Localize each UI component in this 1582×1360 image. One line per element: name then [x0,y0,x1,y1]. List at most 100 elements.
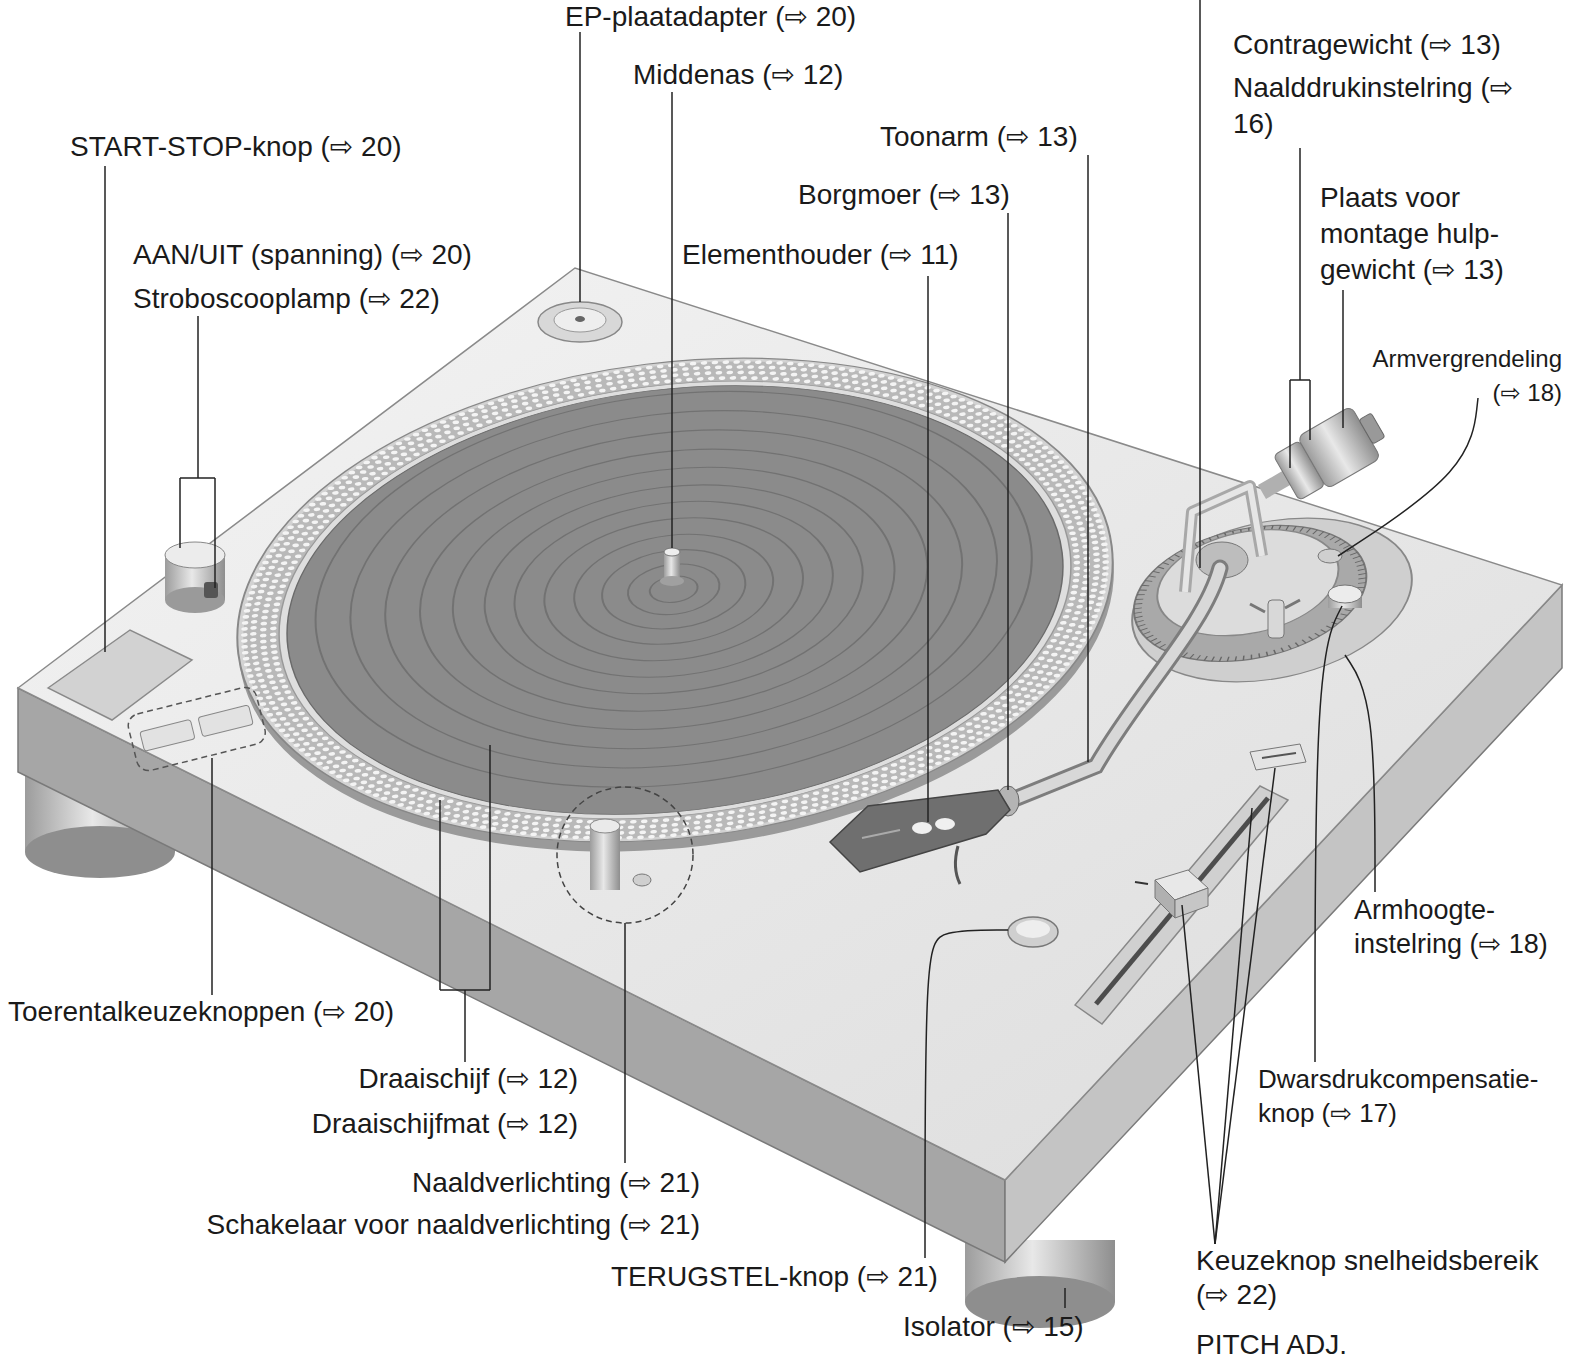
strobe-dot [822,800,829,804]
strobe-dot [532,398,539,402]
leader-line [927,276,929,822]
strobe-dot [319,502,326,506]
strobe-dot [693,366,700,370]
strobe-dot [758,810,765,814]
leader-line [671,92,673,548]
dashed-outline [126,685,268,773]
strobe-dot [451,819,458,823]
strobe-dot [316,761,323,765]
strobe-dot [1073,572,1080,576]
strobe-dot [545,817,552,821]
strobe-dot [1024,462,1031,466]
ring-tick [1234,656,1237,661]
strobe-dot [475,806,482,810]
strobe-dot [1060,509,1067,513]
strobe-dot [783,377,790,381]
strobe-dot [1011,424,1018,428]
strobe-dot [243,656,250,660]
strobe-dot [335,498,342,502]
strobe-dot [260,621,267,625]
strobe-dot [610,386,617,390]
strobe-dot [581,376,588,380]
pitch-slider-knob [1175,888,1208,918]
strobe-dot [270,632,277,636]
strobe-dot [704,819,711,823]
strobe-dot [880,785,887,789]
strobe-dot [1075,630,1082,634]
strobe-dot [890,388,897,392]
strobe-dot [268,565,275,569]
speed-button [198,705,253,737]
ring-tick [1163,562,1169,566]
strobe-dot [1069,623,1076,627]
strobe-dot [967,416,974,420]
strobe-dot [260,645,267,649]
strobe-dot [552,387,559,391]
strobe-dot [258,678,265,682]
strobe-dot [762,376,769,380]
ring-tick [1168,557,1174,561]
strobe-dot [1078,624,1085,628]
strobe-dot [322,766,329,770]
part-label: Naalddrukinstelring (⇨ 16) [1233,70,1518,142]
strobe-dot [270,638,277,642]
strobe-dot [841,372,848,376]
strobe-dot [991,728,998,732]
strobe-dot [765,360,772,364]
strobe-dot [670,833,677,837]
strobe-dot [1036,441,1043,445]
strobe-dot [303,542,310,546]
base-top [18,268,1562,1180]
strobe-dot [252,655,259,659]
strobe-dot [906,380,913,384]
strobe-dot [274,573,281,577]
part-label: Draaischijf (⇨ 12) [178,1062,578,1096]
strobe-dot [322,747,329,751]
strobe-dot [1100,584,1107,588]
strobe-dot [251,584,258,588]
strobe-dot [272,608,279,612]
strobe-dot [1097,525,1104,529]
ring-tick [1174,554,1179,558]
ring-tick [1288,645,1291,650]
strobe-dot [897,378,904,382]
strobe-dot [878,374,885,378]
strobe-dot [585,386,592,390]
strobe-dot [694,826,701,830]
strobe-dot [563,385,570,389]
strobe-dot [1055,469,1062,473]
strobe-dot [1089,620,1096,624]
needle-light [590,826,620,890]
strobe-dot [1059,474,1066,478]
strobe-dot [487,401,494,405]
strobe-dot [1030,436,1037,440]
leader-line [579,32,581,302]
strobe-dot [481,814,488,818]
strobe-dot [328,752,335,756]
strobe-dot [334,481,341,485]
headshell-hole [912,822,932,834]
ring-tick [1353,556,1361,559]
strobe-dot [951,401,958,405]
strobe-dot [270,644,277,648]
strobe-dot [842,788,849,792]
strobe-dot [706,813,713,817]
ring-tick [1324,534,1331,538]
strobe-dot [1017,428,1024,432]
strobe-dot [1019,707,1026,711]
strobe-dot [1052,455,1059,459]
strobe-dot [251,614,258,618]
strobe-dot [660,369,667,373]
part-label: Borgmoer (⇨ 13) [798,178,1010,212]
strobe-dot [288,713,295,717]
strobe-dot [1060,654,1067,658]
strobe-dot [283,733,290,737]
strobe-dot [711,360,718,364]
strobe-dot [353,492,360,496]
strobe-dot [341,492,348,496]
strobe-dot [380,774,387,778]
strobe-dot [400,797,407,801]
strobe-dot [538,386,545,390]
strobe-dot [1090,588,1097,592]
strobe-dot [627,373,634,377]
